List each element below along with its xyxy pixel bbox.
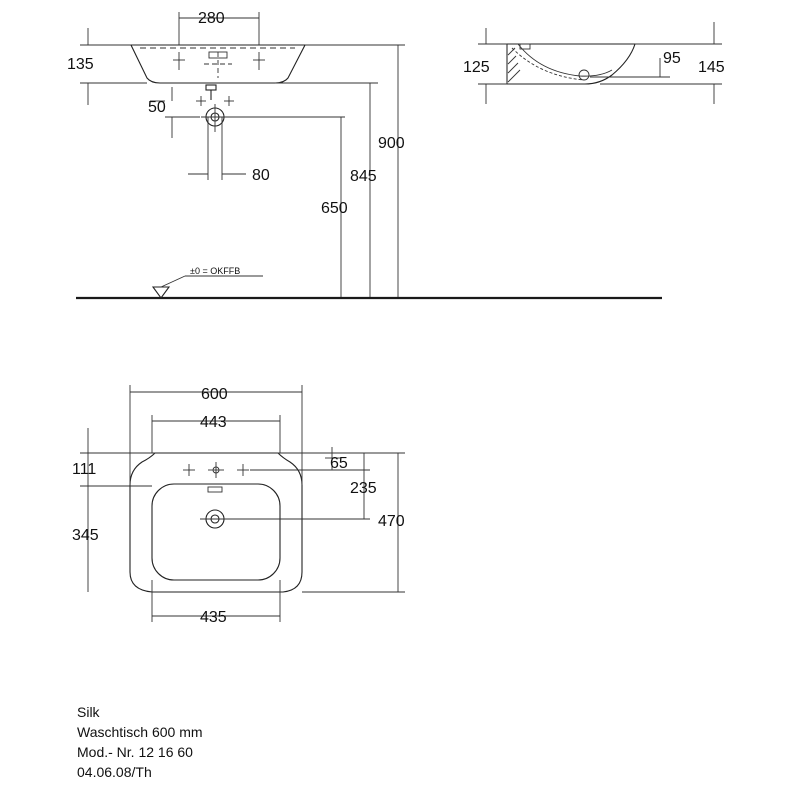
- caption-product-name: Silk: [77, 704, 100, 720]
- drain-front: [196, 84, 234, 132]
- tap-holes-plan: [183, 462, 249, 478]
- dim-600: 600: [201, 386, 228, 403]
- side-bowl-curve: [517, 43, 613, 77]
- dim-845: 845: [350, 168, 377, 185]
- dim-111: 111: [72, 461, 96, 478]
- basin-plan-outline: [129, 452, 303, 593]
- front-elevation: 280 135 50 80 900 845 650: [67, 10, 662, 300]
- dim-80: 80: [252, 167, 270, 184]
- dim-145: 145: [698, 59, 725, 76]
- dim-65: 65: [330, 455, 348, 472]
- caption-model-number: Mod.- Nr. 12 16 60: [77, 744, 193, 760]
- dim-443: 443: [200, 414, 227, 431]
- dim-95: 95: [663, 50, 681, 67]
- dim-280: 280: [198, 10, 225, 27]
- basin-bowl-outline: [151, 483, 281, 581]
- dim-345: 345: [72, 527, 99, 544]
- floor-reference-label: ±0 = OKFFB: [190, 266, 240, 276]
- dim-650: 650: [321, 200, 348, 217]
- caption-block: Silk Waschtisch 600 mm Mod.- Nr. 12 16 6…: [77, 702, 203, 782]
- drain-plan: [200, 509, 230, 529]
- dim-50: 50: [148, 99, 166, 116]
- dim-435: 435: [200, 609, 227, 626]
- tap-holes-front: [173, 51, 265, 70]
- side-section: 125 95 145: [463, 22, 725, 104]
- dim-470: 470: [378, 513, 405, 530]
- floor-reference-marker: ±0 = OKFFB: [151, 266, 263, 299]
- dim-900: 900: [378, 135, 405, 152]
- side-outline: [506, 43, 636, 85]
- side-hatching: [507, 47, 521, 83]
- dim-135: 135: [67, 56, 94, 73]
- caption-date: 04.06.08/Th: [77, 764, 152, 780]
- dim-235: 235: [350, 480, 377, 497]
- caption-description: Waschtisch 600 mm: [77, 724, 203, 740]
- plan-view: 600 443 111 345 65 235 470 435: [72, 385, 405, 626]
- dim-125: 125: [463, 59, 490, 76]
